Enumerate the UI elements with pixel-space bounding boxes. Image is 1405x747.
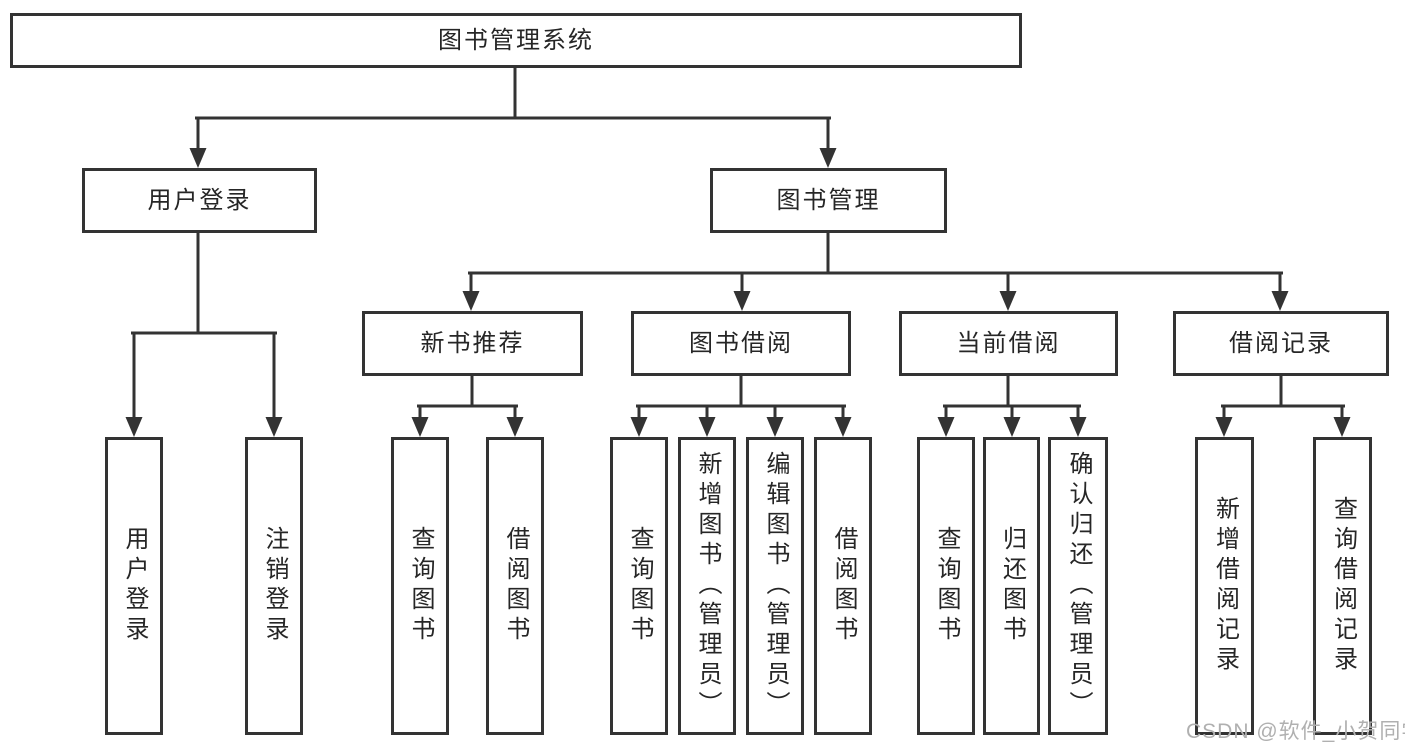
connector-book-management-children bbox=[462, 229, 1289, 311]
leaf-query-borrow-record: 查询借阅记录 bbox=[1313, 437, 1372, 735]
leaf-borrow-books-recommend: 借阅图书 bbox=[486, 437, 544, 735]
connector-new-book-children bbox=[411, 372, 524, 437]
node-borrow-records-label: 借阅记录 bbox=[1229, 329, 1333, 357]
connector-root-to-level2 bbox=[189, 64, 837, 168]
leaf-return-books: 归还图书 bbox=[983, 437, 1040, 735]
leaf-borrow-books-borrowing: 借阅图书 bbox=[814, 437, 872, 735]
leaf-logout: 注销登录 bbox=[245, 437, 303, 735]
leaf-query-books-borrowing-label: 查询图书 bbox=[626, 526, 653, 646]
leaf-query-books-recommend-label: 查询图书 bbox=[407, 526, 434, 646]
node-system-root-label: 图书管理系统 bbox=[438, 26, 594, 54]
leaf-query-borrow-record-label: 查询借阅记录 bbox=[1329, 496, 1357, 676]
leaf-user-login-label: 用户登录 bbox=[121, 526, 148, 646]
leaf-confirm-return-admin-label: 确认归还（管理员） bbox=[1065, 451, 1092, 721]
leaf-query-books-current: 查询图书 bbox=[917, 437, 975, 735]
leaf-borrow-books-borrowing-label: 借阅图书 bbox=[830, 526, 857, 646]
leaf-logout-label: 注销登录 bbox=[261, 526, 288, 646]
node-book-management: 图书管理 bbox=[710, 168, 947, 233]
connector-borrow-records-children bbox=[1215, 372, 1351, 437]
leaf-confirm-return-admin: 确认归还（管理员） bbox=[1048, 437, 1108, 735]
node-book-borrowing: 图书借阅 bbox=[631, 311, 851, 376]
connector-current-borrow-children bbox=[937, 372, 1087, 437]
leaf-query-books-recommend: 查询图书 bbox=[391, 437, 449, 735]
node-borrow-records: 借阅记录 bbox=[1173, 311, 1389, 376]
leaf-borrow-books-recommend-label: 借阅图书 bbox=[502, 526, 529, 646]
leaf-edit-books-admin: 编辑图书（管理员） bbox=[746, 437, 804, 735]
node-book-borrowing-label: 图书借阅 bbox=[689, 329, 793, 357]
leaf-query-books-current-label: 查询图书 bbox=[933, 526, 960, 646]
node-current-borrowing: 当前借阅 bbox=[899, 311, 1118, 376]
node-user-login: 用户登录 bbox=[82, 168, 317, 233]
node-book-management-label: 图书管理 bbox=[776, 186, 881, 214]
leaf-add-books-admin: 新增图书（管理员） bbox=[678, 437, 736, 735]
connector-book-borrow-children bbox=[630, 372, 852, 437]
node-current-borrowing-label: 当前借阅 bbox=[956, 329, 1061, 357]
leaf-add-borrow-record: 新增借阅记录 bbox=[1195, 437, 1254, 735]
node-new-book-recommend-label: 新书推荐 bbox=[420, 329, 525, 357]
leaf-return-books-label: 归还图书 bbox=[998, 526, 1026, 646]
connector-user-login-children bbox=[125, 229, 283, 437]
csdn-watermark: CSDN @软件_小贺同学 bbox=[1186, 720, 1405, 743]
node-user-login-label: 用户登录 bbox=[147, 186, 252, 214]
node-new-book-recommend: 新书推荐 bbox=[362, 311, 583, 376]
leaf-user-login: 用户登录 bbox=[105, 437, 163, 735]
leaf-add-books-admin-label: 新增图书（管理员） bbox=[694, 451, 721, 721]
leaf-query-books-borrowing: 查询图书 bbox=[610, 437, 668, 735]
leaf-edit-books-admin-label: 编辑图书（管理员） bbox=[762, 451, 789, 721]
leaf-add-borrow-record-label: 新增借阅记录 bbox=[1211, 496, 1239, 676]
node-system-root: 图书管理系统 bbox=[10, 13, 1022, 68]
